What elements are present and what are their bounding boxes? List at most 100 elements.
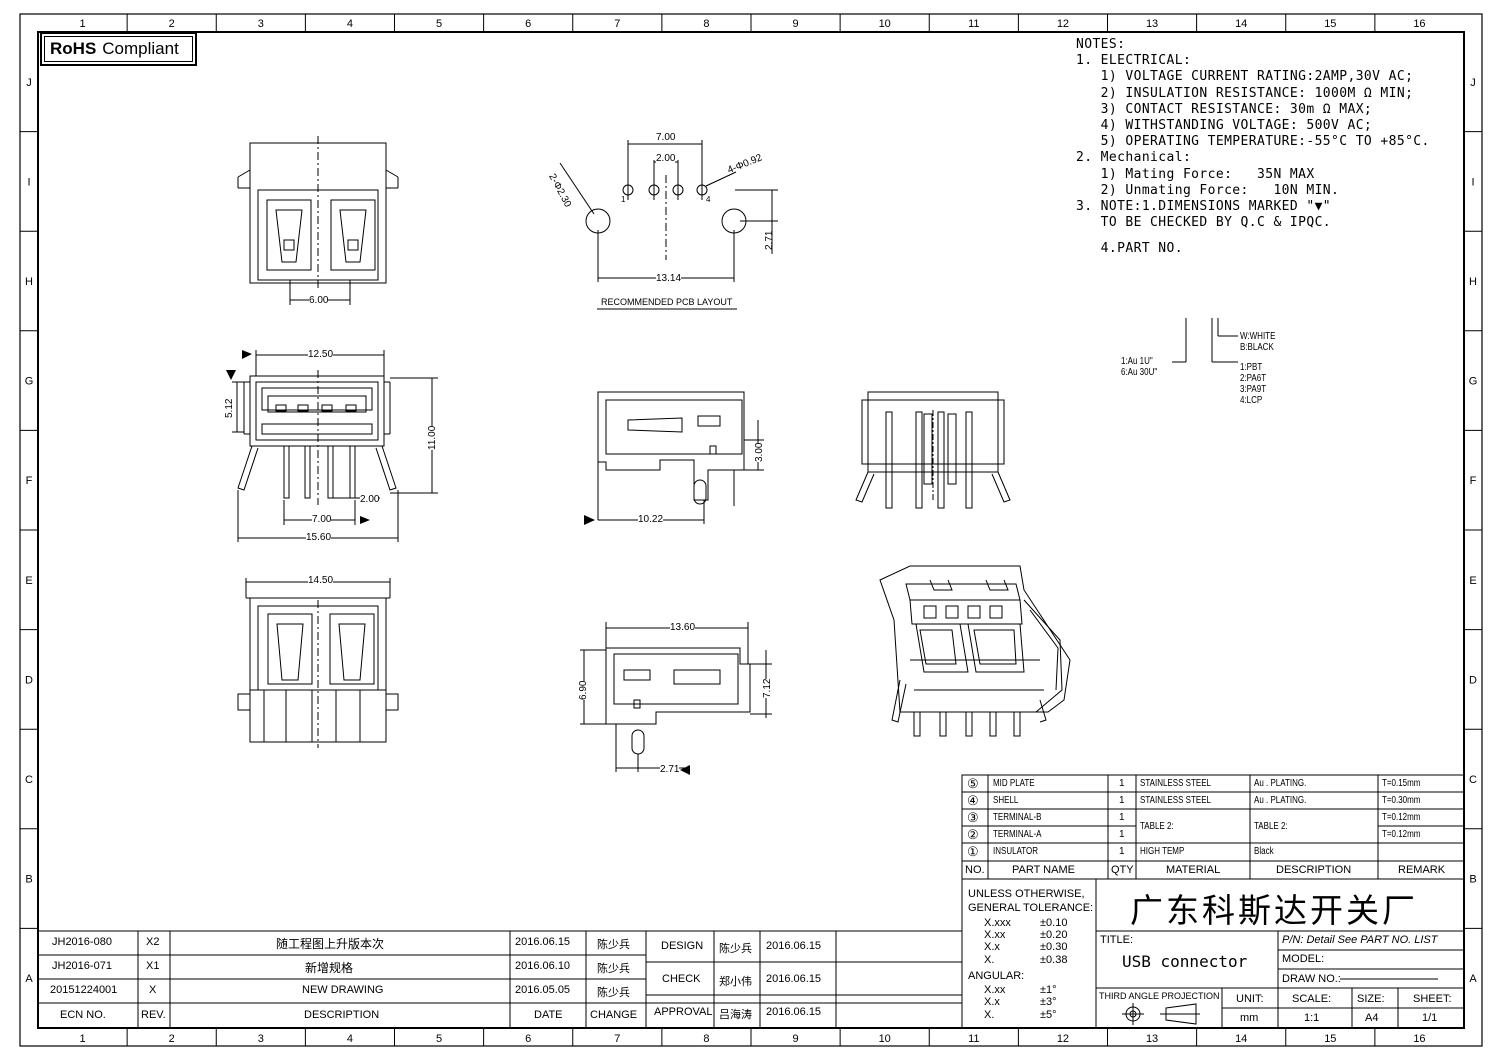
bom-row-desc: TABLE 2: — [1254, 821, 1288, 832]
plating-1: 1:Au 1U" — [1121, 356, 1153, 367]
rear-view — [855, 391, 1011, 509]
rev-desc: NEW DRAWING — [302, 984, 384, 996]
grid-col-label-bottom: 7 — [614, 1033, 620, 1045]
material-2: 2:PA6T — [1240, 373, 1267, 384]
bom-header-no: NO. — [965, 864, 985, 876]
dim-pcb-271: 2.71 — [764, 230, 775, 250]
bom-row-no: ④ — [967, 793, 979, 808]
tol-val: ±0.20 — [1040, 929, 1068, 941]
plating-2: 6:Au 30U" — [1121, 367, 1158, 378]
grid-col-label-bottom: 16 — [1413, 1033, 1425, 1045]
grid-col-label-bottom: 14 — [1235, 1033, 1247, 1045]
ang-val: ±3° — [1040, 996, 1057, 1008]
bom-row-remark: T=0.12mm — [1382, 829, 1421, 840]
grid-col-label-top: 4 — [347, 18, 353, 30]
rev-rev: X — [149, 984, 157, 996]
tol-val: ±0.38 — [1040, 954, 1068, 966]
grid-col-label-bottom: 6 — [525, 1033, 531, 1045]
rev-change: 陈少兵 — [597, 963, 630, 975]
note-line: 5) OPERATING TEMPERATURE:-55°C TO +85°C. — [1076, 134, 1430, 150]
check-marks — [226, 350, 690, 775]
ang-key: X.xx — [984, 984, 1006, 996]
rev-date: 2016.06.10 — [515, 960, 571, 972]
note-line: 4.PART NO. — [1076, 241, 1183, 257]
bom-row-qty: 1 — [1119, 829, 1125, 840]
grid-row-label-right: D — [1469, 674, 1477, 686]
bom-row-no: ② — [967, 827, 979, 842]
grid-col-label-top: 8 — [703, 18, 709, 30]
bom-row-desc: Au . PLATING. — [1254, 778, 1307, 789]
bom-row-no: ⑤ — [967, 776, 979, 791]
grid-row-label-left: J — [26, 77, 32, 89]
bom-row-name: MID PLATE — [993, 778, 1035, 789]
front-view — [232, 350, 438, 542]
grid-row-label-left: D — [25, 674, 33, 686]
model-label: MODEL: — [1282, 953, 1325, 965]
grid-col-label-top: 3 — [258, 18, 264, 30]
bom-row-qty: 1 — [1119, 778, 1125, 789]
material-4: 4:LCP — [1240, 395, 1263, 406]
rev-header-desc: DESCRIPTION — [304, 1009, 380, 1021]
dim-side2-271: 2.71 — [660, 764, 680, 775]
grid-col-label-bottom: 15 — [1324, 1033, 1336, 1045]
grid-col-label-bottom: 4 — [347, 1033, 353, 1045]
ang-key: X. — [984, 1009, 995, 1021]
dim-side2-712: 7.12 — [762, 678, 773, 698]
grid-row-label-right: E — [1469, 575, 1476, 587]
tol-val: ±0.30 — [1040, 941, 1068, 953]
grid-col-label-bottom: 11 — [968, 1033, 979, 1045]
note-line: 4) WITHSTANDING VOLTAGE: 500V AC; — [1076, 118, 1373, 134]
grid-col-label-bottom: 2 — [169, 1033, 175, 1045]
material-1: 1:PBT — [1240, 362, 1263, 373]
unit-value: mm — [1240, 1012, 1259, 1024]
rev-ecn: JH2016-080 — [52, 936, 112, 948]
rev-date: 2016.06.15 — [515, 936, 571, 948]
bottom-view — [237, 578, 399, 748]
bom-row-name: TERMINAL-B — [993, 812, 1042, 823]
note-line: 1) Mating Force: 35N MAX — [1076, 166, 1315, 182]
approval-name: 陈少兵 — [719, 943, 752, 955]
grid-col-label-bottom: 1 — [80, 1033, 86, 1045]
grid-col-label-bottom: 8 — [703, 1033, 709, 1045]
part-no-tree — [1172, 318, 1238, 363]
note-line: 2. Mechanical: — [1076, 150, 1192, 166]
pcb-caption: RECOMMENDED PCB LAYOUT — [601, 297, 733, 307]
tol-key: X.x — [984, 941, 1000, 953]
bom-row-name: SHELL — [993, 795, 1019, 806]
grid-row-label-right: F — [1470, 475, 1477, 487]
bom-row-remark: T=0.12mm — [1382, 812, 1421, 823]
rohs-badge: RoHS Compliant — [40, 32, 197, 66]
note-line: 1. ELECTRICAL: — [1076, 53, 1192, 69]
grid-col-label-top: 7 — [614, 18, 620, 30]
tol-key: X. — [984, 954, 995, 966]
pin-1-label: 1 — [621, 195, 626, 204]
grid-col-label-top: 5 — [436, 18, 442, 30]
grid-row-label-right: A — [1469, 973, 1477, 985]
grid-col-label-top: 12 — [1057, 18, 1069, 30]
rohs-badge-text: Compliant — [102, 39, 179, 58]
bom-row-qty: 1 — [1119, 846, 1125, 857]
grid-ticks — [20, 14, 1482, 1046]
color-w: W:WHITE — [1240, 331, 1276, 342]
rohs-badge-bold: RoHS — [50, 39, 97, 58]
tolerance-angular: ANGULAR: — [968, 970, 1025, 982]
bom-row-material: HIGH TEMP — [1140, 846, 1185, 857]
dim-side2-1360: 13.60 — [670, 622, 696, 633]
dim-pcb-2: 2.00 — [656, 153, 676, 164]
bom-row-remark: T=0.15mm — [1382, 778, 1421, 789]
rev-ecn: JH2016-071 — [52, 960, 112, 972]
bom-row-desc: Au . PLATING. — [1254, 795, 1307, 806]
rev-rev: X1 — [146, 960, 160, 972]
bom-header-qty: QTY — [1111, 864, 1134, 876]
grid-col-label-top: 13 — [1146, 18, 1158, 30]
isometric-view — [879, 565, 1071, 737]
grid-col-label-top: 16 — [1413, 18, 1425, 30]
tolerance-title-2: GENERAL TOLERANCE: — [968, 902, 1094, 914]
note-line: 3. NOTE:1.DIMENSIONS MARKED "▼" — [1076, 199, 1332, 215]
bom-row-name: TERMINAL-A — [993, 829, 1042, 840]
grid-labels: 1122334455667788991010111112121313141415… — [25, 18, 1478, 1045]
bom-table-lines — [961, 774, 1465, 880]
dim-pcb-7: 7.00 — [656, 132, 676, 143]
grid-col-label-top: 15 — [1324, 18, 1336, 30]
grid-col-label-bottom: 12 — [1057, 1033, 1069, 1045]
